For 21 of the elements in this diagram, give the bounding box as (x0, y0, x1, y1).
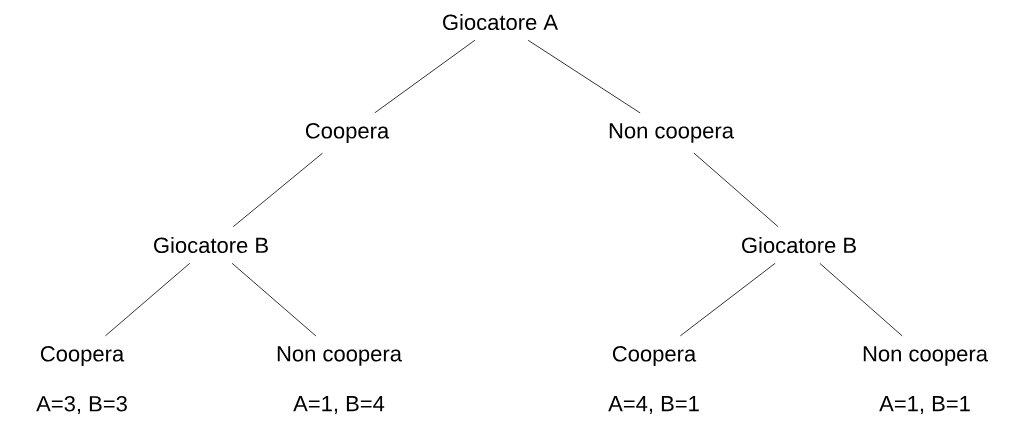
node-label: Coopera (612, 346, 697, 366)
tree-branch (819, 262, 903, 337)
node-label: Coopera (40, 346, 125, 366)
tree-branch (232, 152, 323, 228)
payoff-label: A=3, B=3 (36, 395, 127, 415)
node-label: Non coopera (863, 346, 988, 366)
tree-branch (693, 152, 779, 228)
tree-branch (374, 39, 476, 114)
tree-branch (679, 262, 776, 337)
tree-branch (105, 262, 191, 337)
payoff-label: A=1, B=1 (879, 396, 970, 414)
node-label: Giocatore A (443, 13, 558, 31)
tree-branch (527, 39, 641, 114)
node-label: Coopera (305, 123, 390, 143)
payoff-label: A=4, B=1 (608, 396, 699, 414)
payoff-label: A=1, B=4 (293, 396, 385, 414)
node-label: Non coopera (609, 123, 734, 143)
node-label: Non coopera (277, 346, 402, 366)
node-label: Giocatore B (154, 236, 268, 254)
tree-branch (231, 262, 317, 337)
node-label: Giocatore B (742, 236, 856, 254)
